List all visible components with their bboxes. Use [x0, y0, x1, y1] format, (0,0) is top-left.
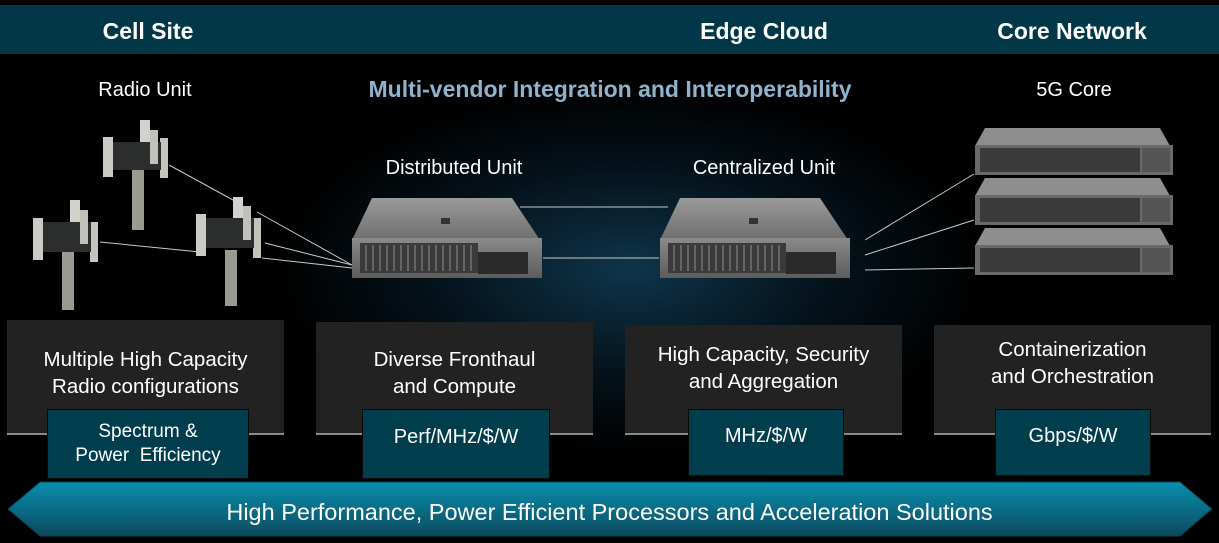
connection-lines	[99, 164, 975, 271]
card-line: Containerization	[998, 338, 1147, 361]
label-radio-unit: Radio Unit	[98, 79, 192, 101]
server-icon-core-1	[975, 128, 1173, 175]
metric-line: Spectrum &	[98, 421, 198, 442]
metric-mhz-dollar-watt: MHz/$/W	[688, 409, 844, 476]
label-distributed-unit: Distributed Unit	[385, 157, 523, 179]
foundation-label: High Performance, Power Efficient Proces…	[226, 499, 993, 525]
link-ru-du-3	[261, 257, 353, 269]
card-line: and Compute	[392, 375, 517, 398]
subtitle: Multi-vendor Integration and Interoperab…	[368, 76, 852, 102]
card-line: and Aggregation	[688, 370, 839, 393]
header-bar	[0, 5, 1219, 54]
metric-perf-mhz-dollar-watt: Perf/MHz/$/W	[362, 409, 550, 479]
card-line: and Orchestration	[991, 365, 1154, 388]
card-line: Multiple High Capacity	[43, 348, 248, 371]
label-centralized-unit: Centralized Unit	[692, 157, 836, 179]
server-icon-core-2	[975, 178, 1173, 225]
link-cu-core-1	[864, 173, 975, 241]
metric-line: Gbps/$/W	[1028, 424, 1118, 447]
metric-gbps-dollar-watt: Gbps/$/W	[995, 409, 1151, 476]
server-icon-centralized-unit	[660, 198, 850, 278]
metric-line: MHz/$/W	[724, 424, 808, 447]
server-icon-core-3	[975, 228, 1173, 275]
link-cu-core-2	[864, 219, 975, 256]
card-line: Radio configurations	[52, 375, 239, 398]
radio-tower-icon-1	[103, 120, 168, 230]
link-cu-core-3	[864, 267, 975, 271]
radio-tower-icon-3	[196, 197, 261, 306]
link-ru-du-2	[264, 242, 353, 266]
link-ru2-ru3	[99, 241, 201, 253]
card-line: Diverse Fronthaul	[373, 348, 536, 371]
metric-line: Perf/MHz/$/W	[393, 426, 519, 448]
label-5g-core: 5G Core	[1036, 79, 1112, 101]
header-core-network: Core Network	[997, 18, 1147, 44]
server-icon-distributed-unit	[352, 198, 542, 278]
metric-line: Power Efficiency	[75, 445, 221, 466]
radio-tower-icon-2	[33, 200, 98, 310]
header-edge-cloud: Edge Cloud	[700, 18, 828, 44]
header-cell-site: Cell Site	[102, 18, 194, 44]
link-ru1-ru3	[168, 164, 234, 201]
link-ru-du-1	[256, 211, 353, 266]
metric-spectrum-power-efficiency: Spectrum & Power Efficiency	[47, 409, 249, 479]
card-line: High Capacity, Security	[657, 343, 870, 366]
foundation-arrow	[7, 481, 1213, 537]
